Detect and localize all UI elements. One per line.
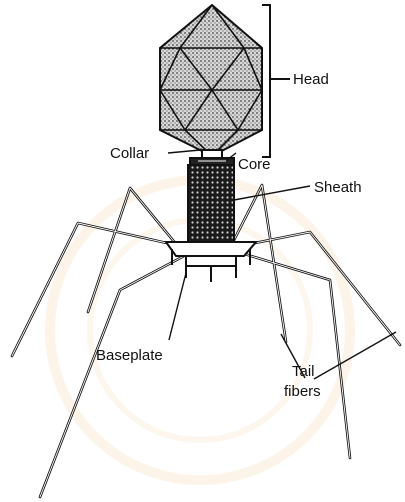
phage-collar bbox=[190, 150, 234, 165]
label-core: Core bbox=[238, 156, 271, 173]
label-collar: Collar bbox=[110, 145, 149, 162]
label-head: Head bbox=[293, 71, 329, 88]
label-baseplate: Baseplate bbox=[96, 347, 163, 364]
label-sheath: Sheath bbox=[314, 179, 362, 196]
tail-fiber-left-inner bbox=[88, 188, 176, 312]
tail-fiber-far-right bbox=[240, 232, 400, 345]
label-tail-fibers-line2: fibers bbox=[284, 383, 321, 400]
phage-sheath bbox=[188, 165, 234, 242]
label-tail-fibers-line1: Tail bbox=[292, 363, 315, 380]
head-bracket bbox=[262, 5, 290, 157]
phage-baseplate bbox=[166, 242, 256, 282]
phage-head bbox=[160, 5, 262, 156]
